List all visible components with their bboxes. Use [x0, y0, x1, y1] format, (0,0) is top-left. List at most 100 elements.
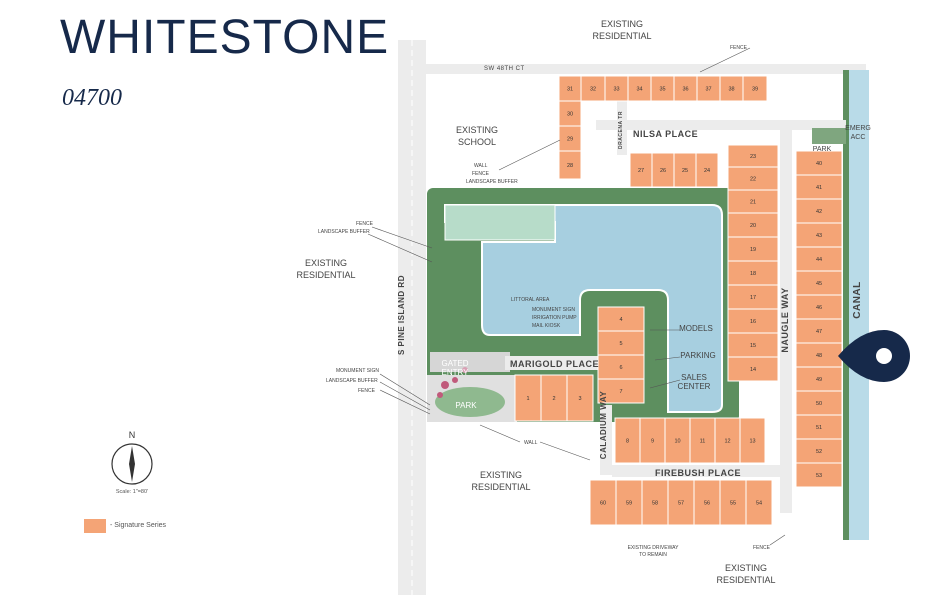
lot-14[interactable]: 14 [727, 356, 779, 382]
lot-12[interactable]: 12 [714, 417, 741, 464]
lot-number: 53 [816, 473, 822, 479]
lot-36[interactable]: 36 [673, 75, 698, 102]
lot-41[interactable]: 41 [795, 174, 843, 200]
lot-2[interactable]: 2 [540, 374, 568, 422]
lot-42[interactable]: 42 [795, 198, 843, 224]
lot-18[interactable]: 18 [727, 260, 779, 286]
lot-6[interactable]: 6 [597, 354, 645, 380]
lot-47[interactable]: 47 [795, 318, 843, 344]
lot-50[interactable]: 50 [795, 390, 843, 416]
dracena-tr-road [617, 100, 627, 155]
lot-40[interactable]: 40 [795, 150, 843, 176]
lot-43[interactable]: 43 [795, 222, 843, 248]
lot-shape [540, 374, 568, 422]
lot-48[interactable]: 48 [795, 342, 843, 368]
lot-34[interactable]: 34 [627, 75, 652, 102]
lot-22[interactable]: 22 [727, 166, 779, 191]
label-monument-sign-left: MONUMENT SIGN [336, 368, 379, 374]
lot-7[interactable]: 7 [597, 378, 645, 404]
location-marker-icon[interactable] [838, 330, 910, 382]
lot-number: 43 [816, 233, 822, 239]
lot-number: 59 [626, 501, 632, 507]
street-dracena: DRACENA TR [618, 111, 624, 149]
lot-54[interactable]: 54 [745, 479, 773, 526]
label-irrigation-pump: IRRIGATION PUMP [532, 315, 577, 321]
lot-shape [639, 417, 666, 464]
lot-10[interactable]: 10 [664, 417, 691, 464]
label-landscape-buffer-left: LANDSCAPE BUFFER [318, 229, 370, 235]
lot-4[interactable]: 4 [597, 306, 645, 332]
lot-32[interactable]: 32 [580, 75, 606, 102]
lot-44[interactable]: 44 [795, 246, 843, 272]
lot-8[interactable]: 8 [614, 417, 641, 464]
lot-11[interactable]: 11 [689, 417, 716, 464]
lot-3[interactable]: 3 [566, 374, 594, 422]
lot-37[interactable]: 37 [696, 75, 721, 102]
lot-51[interactable]: 51 [795, 414, 843, 440]
lot-16[interactable]: 16 [727, 308, 779, 334]
lot-number: 15 [750, 343, 756, 349]
lot-27[interactable]: 27 [629, 152, 653, 188]
lot-39[interactable]: 39 [742, 75, 768, 102]
lot-59[interactable]: 59 [615, 479, 643, 526]
lot-number: 8 [626, 439, 629, 445]
lot-30[interactable]: 30 [558, 100, 582, 127]
lot-53[interactable]: 53 [795, 462, 843, 488]
lot-number: 17 [750, 295, 756, 301]
lot-38[interactable]: 38 [719, 75, 744, 102]
lot-20[interactable]: 20 [727, 212, 779, 238]
lot-19[interactable]: 19 [727, 236, 779, 262]
lot-29[interactable]: 29 [558, 125, 582, 152]
lot-46[interactable]: 46 [795, 294, 843, 320]
lot-33[interactable]: 33 [604, 75, 629, 102]
lot-number: 10 [674, 439, 680, 445]
lot-26[interactable]: 26 [651, 152, 675, 188]
legend-label: - Signature Series [110, 522, 167, 529]
lot-55[interactable]: 55 [719, 479, 747, 526]
lot-number: 57 [678, 501, 684, 507]
lot-number: 48 [816, 353, 822, 359]
lot-56[interactable]: 56 [693, 479, 721, 526]
label-fence-left2: FENCE [358, 388, 376, 394]
lot-60[interactable]: 60 [589, 479, 617, 526]
lot-17[interactable]: 17 [727, 284, 779, 310]
lot-49[interactable]: 49 [795, 366, 843, 392]
lot-15[interactable]: 15 [727, 332, 779, 358]
littoral-area [444, 204, 556, 241]
label-fence-bottom: FENCE [753, 545, 771, 551]
label-mail-kiosk: MAIL KIOSK [532, 323, 561, 329]
lot-57[interactable]: 57 [667, 479, 695, 526]
lot-25[interactable]: 25 [673, 152, 697, 188]
lot-5[interactable]: 5 [597, 330, 645, 356]
lot-1[interactable]: 1 [514, 374, 542, 422]
lot-shape [795, 438, 843, 464]
lot-number: 31 [567, 87, 573, 93]
lot-28[interactable]: 28 [558, 150, 582, 180]
label-landscape-buffer-top: LANDSCAPE BUFFER [466, 179, 518, 185]
lot-number: 21 [750, 200, 756, 206]
lot-13[interactable]: 13 [739, 417, 766, 464]
lot-number: 27 [638, 168, 644, 174]
lot-number: 32 [590, 87, 596, 93]
label-parking: PARKING [680, 351, 715, 360]
label-wall-bottom: WALL [524, 440, 538, 446]
lot-shape [558, 150, 582, 180]
lot-number: 55 [730, 501, 736, 507]
lot-58[interactable]: 58 [641, 479, 669, 526]
lot-21[interactable]: 21 [727, 189, 779, 214]
lot-24[interactable]: 24 [695, 152, 719, 188]
lot-31[interactable]: 31 [558, 75, 582, 102]
lot-23[interactable]: 23 [727, 144, 779, 168]
lot-45[interactable]: 45 [795, 270, 843, 296]
lot-number: 16 [750, 319, 756, 325]
lot-number: 39 [752, 87, 758, 93]
lot-35[interactable]: 35 [650, 75, 675, 102]
lot-shape [745, 479, 773, 526]
lot-9[interactable]: 9 [639, 417, 666, 464]
lot-52[interactable]: 52 [795, 438, 843, 464]
lot-shape [727, 284, 779, 310]
legend-swatch [84, 519, 106, 533]
lot-number: 42 [816, 209, 822, 215]
